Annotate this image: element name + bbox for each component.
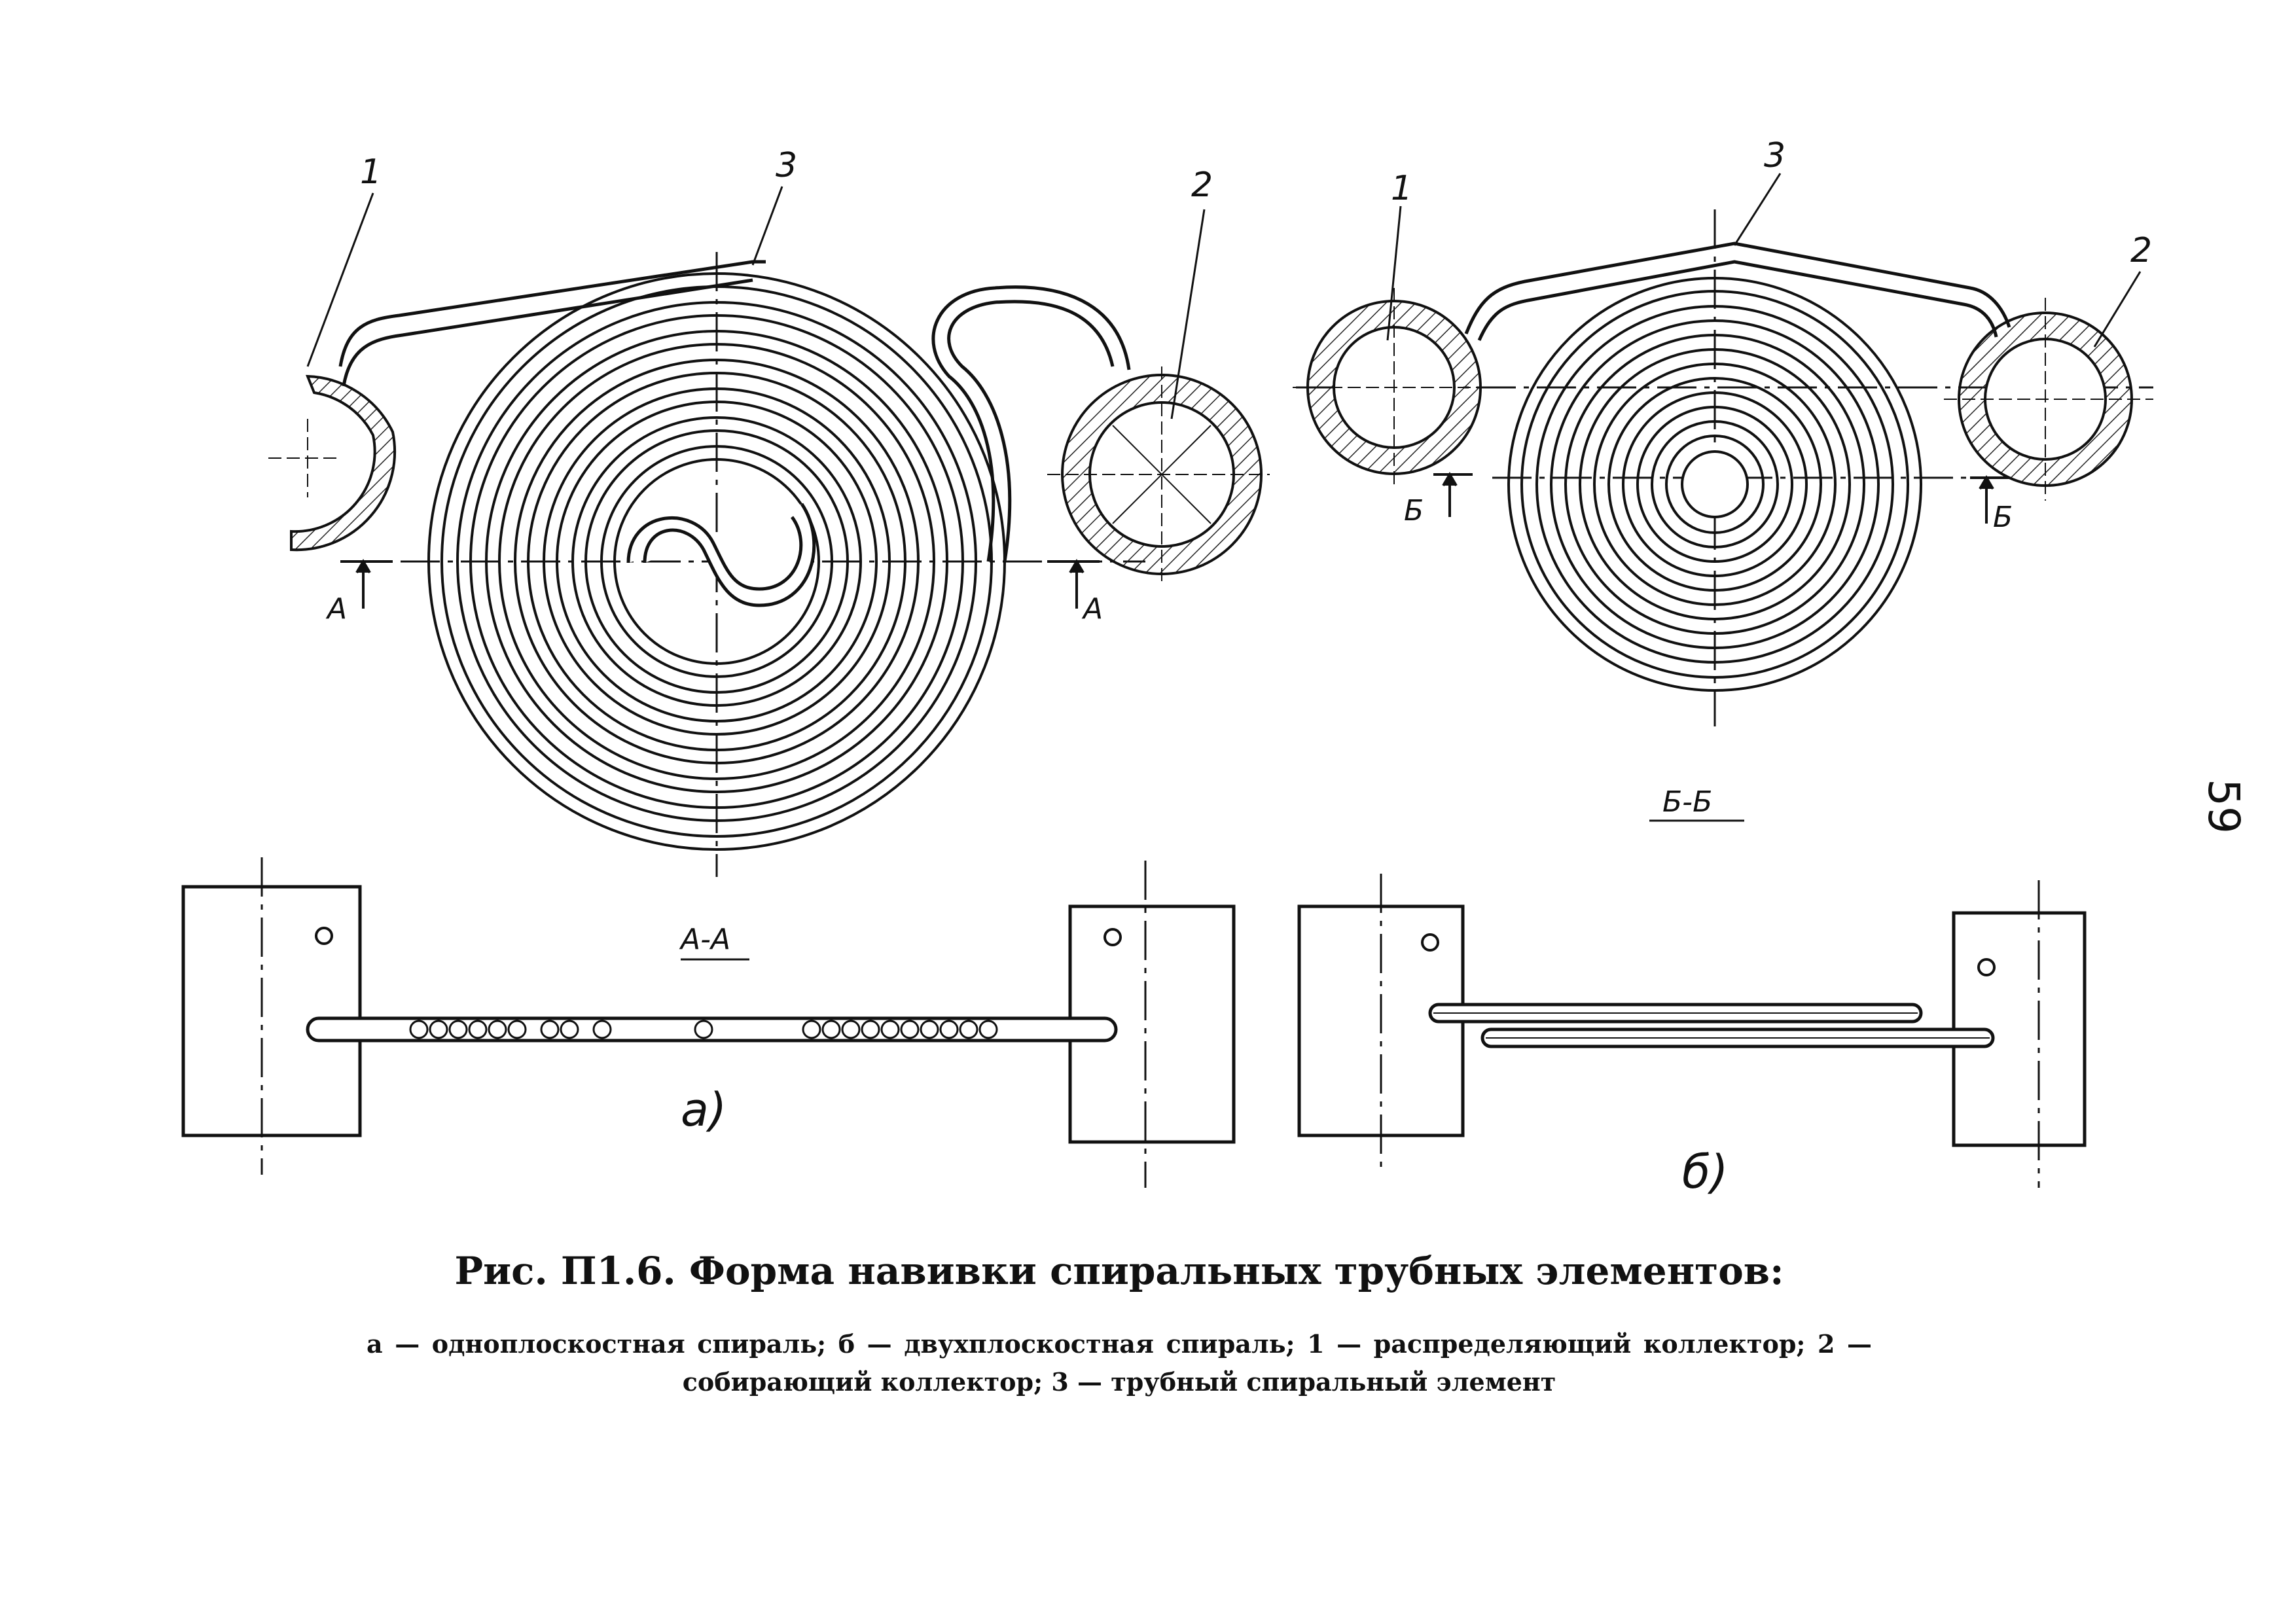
label-collector-2-b: 2 — [2130, 231, 2152, 270]
label-collector-1-a: 1 — [360, 152, 382, 192]
view-label-a: a) — [681, 1083, 726, 1137]
spiral-core-a — [626, 503, 816, 607]
spiral-coil-b — [1507, 277, 1922, 692]
section-bb-view — [1297, 819, 2087, 1188]
view-label-b: б) — [1682, 1145, 1728, 1199]
section-mark-b-right: Б — [1993, 501, 2013, 534]
label-spiral-3-b: 3 — [1764, 136, 1785, 175]
view-b-plan — [1293, 209, 2153, 726]
section-aa-view — [181, 857, 1236, 1188]
leader-lines — [306, 173, 2142, 419]
view-a-plan — [268, 252, 1270, 877]
collector-1-b — [1293, 288, 1499, 484]
collector-1-a — [268, 374, 397, 552]
section-arrow-a — [340, 559, 1100, 609]
section-title-bb: Б-Б — [1662, 785, 1712, 819]
section-mark-b-left: Б — [1404, 494, 1424, 527]
page-number: 59 — [2198, 779, 2249, 834]
section-mark-a-left: A — [325, 592, 347, 626]
figure-caption-title: Рис. П1.6. Форма навивки спиральных труб… — [454, 1249, 1784, 1293]
label-collector-1-b: 1 — [1391, 169, 1412, 208]
figure-caption-legend: а — одноплоскостная спираль; б — двухпло… — [367, 1329, 1872, 1397]
section-arrow-b — [1433, 472, 2009, 524]
collector-2-a — [1047, 366, 1270, 582]
spiral-coil-a — [427, 272, 1006, 851]
tube-cross-sections — [409, 1020, 998, 1039]
collector-2-b — [1944, 298, 2153, 501]
section-mark-a-right: A — [1081, 592, 1103, 626]
label-spiral-3-a: 3 — [776, 146, 797, 185]
label-collector-2-a: 2 — [1191, 166, 1213, 205]
section-title-aa: А-А — [679, 923, 730, 956]
